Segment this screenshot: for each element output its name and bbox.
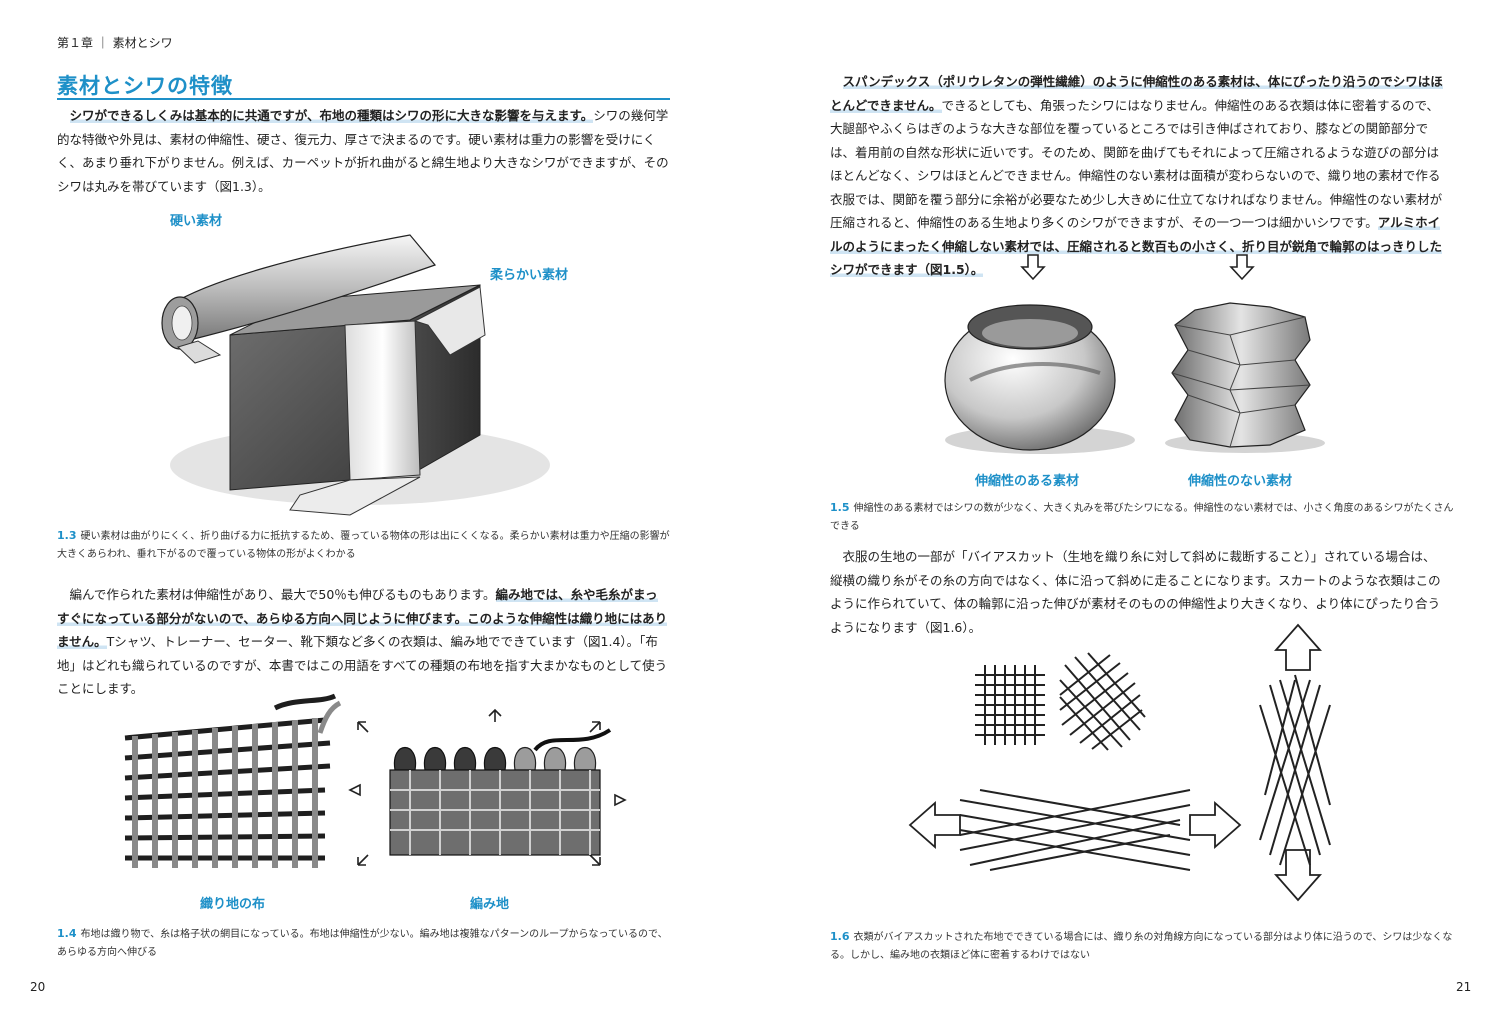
intro-paragraph: シワができるしくみは基本的に共通ですが、布地の種類はシワの形に大きな影響を与えま… [57, 104, 670, 198]
label-nonstretch-material: 伸縮性のない素材 [1188, 474, 1293, 489]
figure-1-3-number: 1.3 [57, 529, 77, 542]
label-stretch-material: 伸縮性のある素材 [975, 474, 1080, 489]
intro-emphasis: シワができるしくみは基本的に共通ですが、布地の種類はシワの形に大きな影響を与えま… [69, 108, 594, 123]
left-page: 第１章 ｜ 素材とシワ 素材とシワの特徴 シワができるしくみは基本的に共通ですが… [30, 36, 677, 994]
figure-1-4-number: 1.4 [57, 927, 77, 940]
label-knit-fabric: 編み地 [470, 897, 510, 912]
figure-1-4-knit-illustration [348, 708, 627, 866]
label-soft-material: 柔らかい素材 [490, 268, 569, 283]
diagonal-grid-swatch [1059, 652, 1146, 751]
figure-1-3-caption-text: 硬い素材は曲がりにくく、折り曲げる力に抵抗するため、覆っている物体の形は出にくく… [57, 531, 670, 560]
figure-1-5-number: 1.5 [830, 501, 850, 514]
section-title: 素材とシワの特徴 [57, 74, 233, 98]
compress-arrow-icon [1020, 254, 1255, 281]
page-number-right: 21 [1456, 980, 1472, 994]
figure-1-5-illustration [944, 254, 1325, 454]
vertical-bias-swatch [1259, 674, 1331, 866]
right-page: スパンデックス（ポリウレタンの弾性繊維）のように伸縮性のある素材は、体にぴったり… [750, 0, 1500, 1014]
spandex-paragraph: スパンデックス（ポリウレタンの弾性繊維）のように伸縮性のある素材は、体にぴったり… [830, 70, 1445, 282]
figure-1-3-illustration [161, 234, 550, 516]
spandex-body: できるとしても、角張ったシワにはなりません。伸縮性のある衣類は体に密着するので、… [830, 97, 1443, 231]
knit-body-2: Tシャツ、トレーナー、セーター、靴下類など多くの衣類は、編み地でできています（図… [57, 634, 668, 696]
intro-body: シワの幾何学的な特徴や外見は、素材の伸縮性、硬さ、復元力、厚さで決まるのです。硬… [57, 108, 669, 194]
figure-1-6-number: 1.6 [830, 930, 850, 943]
horizontal-bias-swatch [959, 789, 1191, 871]
label-woven-fabric: 織り地の布 [200, 897, 266, 912]
chapter-header: 第１章 ｜ 素材とシワ [57, 36, 173, 50]
label-hard-material: 硬い素材 [170, 214, 223, 229]
figure-1-6-illustration [908, 623, 1331, 902]
knit-paragraph: 編んで作られた素材は伸縮性があり、最大で50％も伸びるものもあります。編み地では… [57, 583, 670, 701]
knit-body-1: 編んで作られた素材は伸縮性があり、最大で50％も伸びるものもあります。 [69, 587, 496, 602]
straight-grid-swatch [975, 665, 1045, 745]
figure-1-4-woven-illustration [124, 693, 342, 868]
figure-1-5-caption-text: 伸縮性のある素材ではシワの数が少なく、大きく丸みを帯びたシワになる。伸縮性のない… [830, 503, 1454, 532]
figure-1-6-caption-text: 衣類がバイアスカットされた布地でできている場合には、織り糸の対角線方向になってい… [830, 932, 1453, 961]
figure-1-4-caption-text: 布地は織り物で、糸は格子状の網目になっている。布地は伸縮性が少ない。編み地は複雑… [57, 929, 668, 958]
title-rule [57, 98, 670, 100]
page-number-left: 20 [30, 980, 46, 994]
bias-cut-paragraph: 衣服の生地の一部が「バイアスカット（生地を織り糸に対して斜めに裁断すること）」さ… [830, 549, 1441, 635]
